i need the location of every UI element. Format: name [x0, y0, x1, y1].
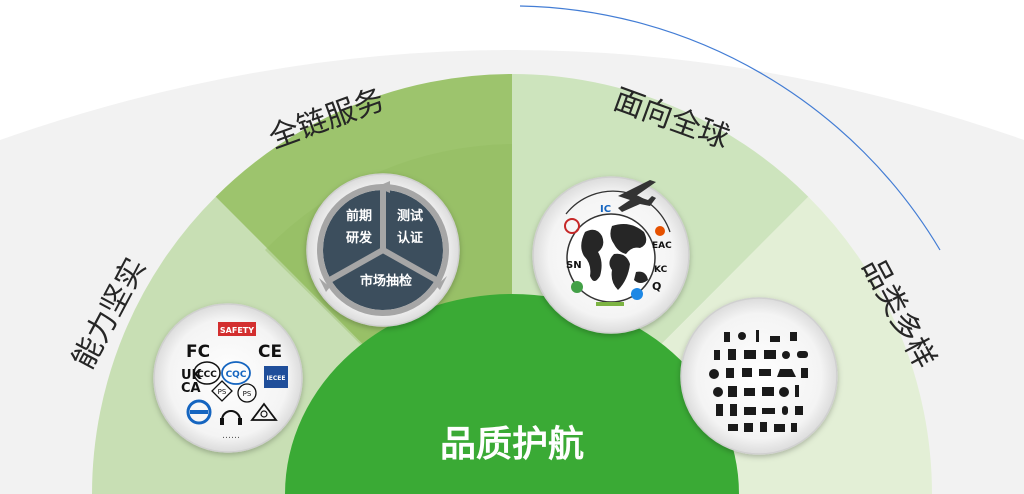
safety-mark-label: SAFETY [220, 326, 254, 335]
eac-mark: EAC [652, 241, 672, 251]
robot-icon [726, 368, 734, 378]
tablet-icon [728, 349, 736, 360]
drill-icon [782, 351, 790, 359]
safety-mark-icon [218, 322, 256, 336]
blue-cert-bar [190, 410, 208, 414]
airplane-icon [618, 180, 656, 212]
headphone-left [220, 418, 224, 425]
fan-icon [709, 369, 719, 379]
headphone-right [238, 418, 242, 425]
logo-strip-icon [596, 302, 624, 306]
kc-mark: KC [654, 265, 668, 275]
bulb-icon [738, 332, 746, 340]
cycle-label-test-2: 认证 [397, 230, 423, 246]
hairdryer-icon [744, 423, 753, 432]
router-icon [770, 336, 780, 342]
continent-australia [634, 271, 648, 283]
wheel-icon [713, 387, 723, 397]
rcm-mark: Q [652, 280, 661, 293]
cqc-mark-icon [221, 361, 251, 385]
cycle-arrow-icon [376, 181, 390, 193]
cycle-label-test-1: 测试 [397, 208, 423, 224]
cycle-label-early-1: 前期 [346, 208, 372, 224]
ukca-mark-top: UK [181, 368, 203, 383]
vacuum-icon [779, 387, 789, 397]
continent-eurasia [610, 224, 647, 254]
blue-cert-icon [186, 399, 212, 425]
shaver-icon [795, 385, 799, 397]
cycle-arrow-icon-3 [319, 278, 330, 292]
green-cert-icon [571, 281, 583, 293]
camera-icon [744, 388, 755, 396]
ccc-mark-icon [193, 361, 221, 385]
orange-cert-icon [655, 226, 665, 236]
center-label: 品质护航 [440, 423, 584, 465]
globe-orbit [565, 190, 671, 233]
certification-marks-circle: SAFETY FC CE CCC CQC UK CA IECEE PS PS …… [153, 303, 303, 453]
pse-mark-1: PS [218, 388, 227, 396]
mouse-icon [782, 406, 788, 415]
blender-icon [730, 404, 737, 416]
continent-africa [609, 253, 630, 290]
laptop-icon [759, 369, 771, 376]
kettle-icon [801, 368, 808, 378]
toaster-icon [774, 424, 785, 432]
iecee-mark-icon [264, 366, 288, 388]
cycle-label-market: 市场抽检 [360, 273, 412, 289]
gamepad-icon [797, 351, 808, 358]
rcm-dot [260, 410, 268, 418]
speaker-icon [714, 350, 720, 360]
cycle-divider-right [381, 247, 440, 284]
cycle-label-early-2: 研发 [346, 230, 373, 246]
fridge-icon [716, 404, 723, 416]
ic-mark: IC [600, 204, 611, 215]
car-icon [777, 369, 796, 377]
washer-icon [728, 386, 737, 397]
global-circle: IC EAC SN KC Q [532, 176, 690, 334]
ukca-mark-bottom: CA [181, 381, 201, 396]
charger-icon [795, 406, 803, 415]
watch-icon [760, 422, 767, 432]
product-categories-circle [680, 297, 838, 455]
microwave-icon [744, 407, 756, 415]
cup-icon [790, 332, 797, 341]
monitor-icon [764, 350, 776, 359]
iecee-mark-label: IECEE [267, 375, 286, 382]
cycle-arrow-icon-2 [436, 276, 447, 290]
phone-icon [724, 332, 730, 342]
more-marks: …… [222, 431, 240, 441]
fc-mark: FC [186, 342, 210, 362]
keyboard-icon [762, 408, 775, 414]
red-cert-icon [564, 218, 580, 234]
lamp-icon [756, 330, 759, 342]
headphone-mark-icon [221, 410, 241, 421]
sn-mark: SN [566, 260, 582, 271]
ccc-mark-label: CCC [197, 370, 217, 380]
cqc-mark-label: CQC [226, 370, 247, 380]
printer-icon [762, 387, 774, 396]
product-icons-grid [709, 330, 808, 432]
outer-ring-accent-line [519, 5, 941, 251]
ce-mark: CE [258, 342, 282, 362]
tv-icon [744, 350, 756, 359]
rcm-triangle-icon [250, 402, 278, 421]
center-semicircle [285, 294, 739, 494]
plug-icon [791, 423, 797, 432]
pse-circle-icon [237, 383, 257, 403]
oven-icon [742, 368, 752, 377]
service-cycle-circle: 前期 研发 测试 认证 市场抽检 [306, 173, 460, 327]
pse-diamond-icon [211, 380, 233, 402]
iron-icon [728, 424, 738, 431]
cycle-divider-left [326, 247, 385, 284]
continent-americas [581, 229, 604, 281]
flag-cert-icon [631, 288, 643, 300]
pse-mark-2: PS [243, 390, 252, 398]
